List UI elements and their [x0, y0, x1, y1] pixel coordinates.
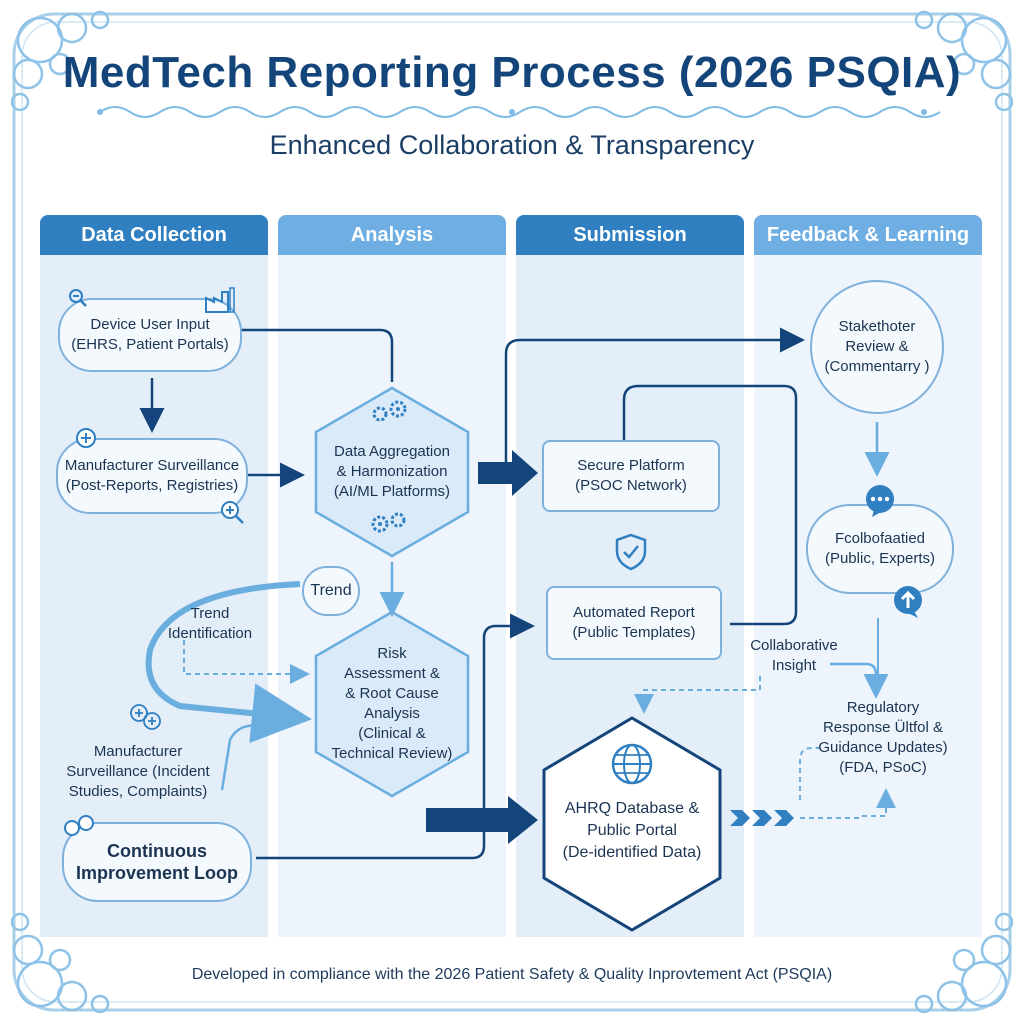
up-arrow-bubble-icon: [894, 586, 922, 618]
double-plus-icon: [130, 704, 161, 730]
automated-report-node: Automated Report (Public Templates): [546, 586, 722, 660]
gears-icon: [371, 512, 406, 533]
shield-check-icon: [615, 533, 647, 571]
factory-icon: [205, 287, 235, 313]
column-header-data-collection: Data Collection: [40, 215, 268, 255]
continuous-improvement-node: Continuous Improvement Loop: [62, 822, 252, 902]
risk-assessment-node: Risk Assessment & & Root Cause Analysis …: [331, 645, 453, 762]
footer-note: Developed in compliance with the 2026 Pa…: [191, 966, 833, 983]
plus-circle-icon: [76, 428, 96, 448]
collaborative-insight-label: Collaborative Insight: [750, 637, 838, 674]
page-subtitle: Enhanced Collaboration & Transparency: [269, 130, 755, 160]
bubbles-icon: [64, 815, 94, 836]
trend-identification-label: Trend Identification: [167, 605, 253, 642]
column-header-submission: Submission: [516, 215, 744, 255]
stakeholder-review-node: Stakethoter Review & (Commentarry ): [810, 280, 944, 414]
globe-icon: [611, 743, 653, 785]
ahrq-database-node: AHRQ Database & Public Portal (De-identi…: [562, 800, 702, 861]
chat-bubble-icon: [866, 485, 894, 517]
secure-platform-node: Secure Platform (PSOC Network): [542, 440, 720, 512]
regulatory-response-label: Regulatory Response Ültfol & Guidance Up…: [818, 699, 948, 776]
manufacturer-surveillance-incident-label: Manufacturer Surveillance (Incident Stud…: [66, 743, 210, 800]
collaborated-node: Fcolbofaatied (Public, Experts): [806, 504, 954, 594]
trend-badge: Trend: [302, 566, 360, 616]
page-title: MedTech Reporting Process (2026 PSQIA): [62, 48, 962, 97]
data-aggregation-node: Data Aggregation & Harmonization (AI/ML …: [333, 443, 451, 500]
zoom-in-icon: [221, 501, 244, 524]
gears-icon: [372, 400, 407, 422]
column-header-analysis: Analysis: [278, 215, 506, 255]
column-header-feedback-learning: Feedback & Learning: [754, 215, 982, 255]
device-user-input-node: Device User Input (EHRS, Patient Portals…: [58, 298, 242, 372]
manufacturer-surveillance-node: Manufacturer Surveillance (Post-Reports,…: [56, 438, 248, 514]
magnifier-icon: [69, 289, 87, 307]
